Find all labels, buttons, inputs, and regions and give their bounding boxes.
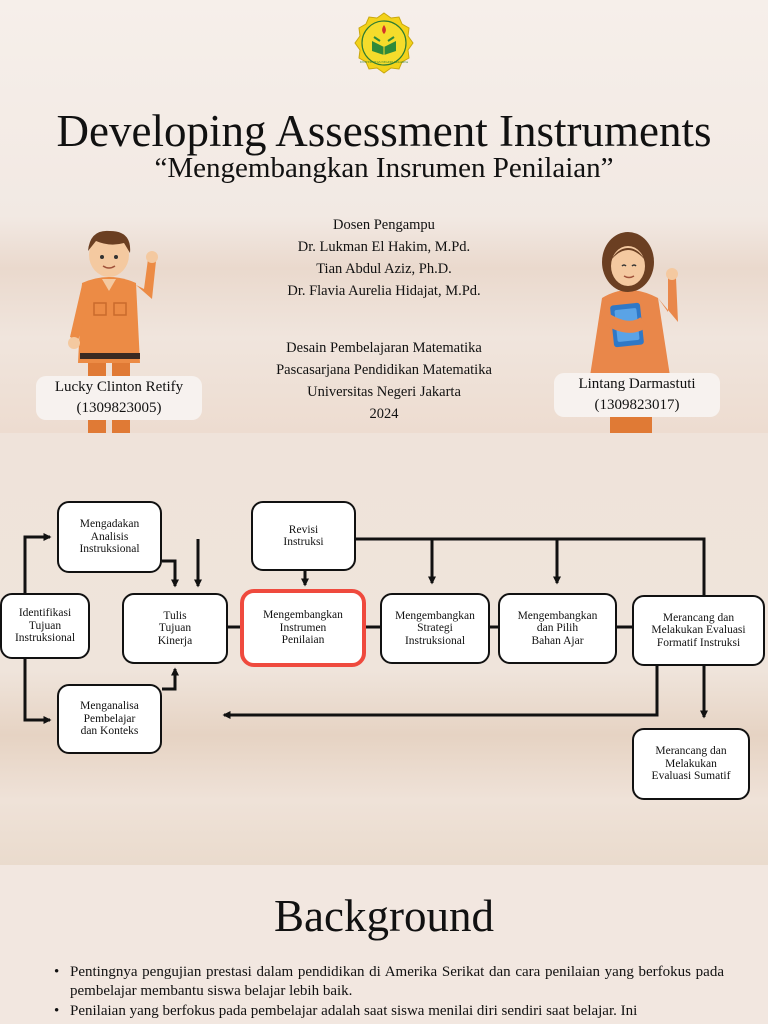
lecturer-name: Dr. Flavia Aurelia Hidajat, M.Pd. [287,283,481,299]
university-name: Universitas Negeri Jakarta [307,384,461,400]
program-name: Pascasarjana Pendidikan Matematika [276,362,492,378]
evaluasi-formatif-box: Merancang dan Melakukan Evaluasi Formati… [632,595,765,666]
student-name: Lintang Darmastuti [578,376,696,392]
student-name: Lucky Clinton Retify [54,379,184,395]
analisis-instruksional-box: Mengadakan Analisis Instruksional [57,501,162,573]
strategi-instruksional-box: Mengembangkan Strategi Instruksional [380,593,490,664]
course-name: Desain Pembelajaran Matematika [286,340,482,356]
connector [23,533,52,593]
male-student-illustration [68,230,158,433]
lecturers-heading: Dosen Pengampu [333,217,435,233]
university-logo-icon: UNIVERSITAS NEGERI JAKARTA [354,12,414,74]
flowchart-slide: Identifikasi Tujuan Instruksional Mengad… [0,433,768,865]
connector [222,666,659,719]
identifikasi-tujuan-box: Identifikasi Tujuan Instruksional [0,593,90,659]
student-id: (1309823017) [594,397,680,413]
tulis-tujuan-box: Tulis Tujuan Kinerja [122,593,228,664]
analisa-pembelajar-box: Menganalisa Pembelajar dan Konteks [57,684,162,754]
logo-text: UNIVERSITAS NEGERI JAKARTA [360,60,409,64]
lecturer-name: Dr. Lukman El Hakim, M.Pd. [297,239,471,255]
bullet-item: Penilaian yang berfokus pada pembelajar … [54,1002,724,1021]
connector [23,658,52,724]
slide-title: Developing Assessment Instruments [56,106,712,156]
instrumen-penilaian-box: Mengembangkan Instrumen Penilaian [240,589,366,667]
background-slide: Background Pentingnya pengujian prestasi… [0,865,768,1024]
year: 2024 [369,406,399,422]
connector [356,537,706,595]
lecturer-name: Tian Abdul Aziz, Ph.D. [316,261,452,277]
bahan-ajar-box: Mengembangkan dan Pilih Bahan Ajar [498,593,617,664]
student-card-left: Lucky Clinton Retify (1309823005) [36,376,202,420]
background-title: Background [274,891,494,941]
background-bullets: Pentingnya pengujian prestasi dalam pend… [54,963,724,1022]
revisi-instruksi-box: Revisi Instruksi [251,501,356,571]
connector [162,667,179,691]
course-block: Desain Pembelajaran Matematika Pascasarj… [234,337,534,425]
student-card-right: Lintang Darmastuti (1309823017) [554,373,720,417]
lecturers-block: Dosen Pengampu Dr. Lukman El Hakim, M.Pd… [234,214,534,302]
flowchart-connectors [23,533,708,724]
evaluasi-sumatif-box: Merancang dan Melakukan Evaluasi Sumatif [632,728,750,800]
title-slide: UNIVERSITAS NEGERI JAKARTA Developing As… [0,0,768,433]
connector [162,559,179,588]
slide-subtitle: “Mengembangkan Insrumen Penilaian” [154,152,614,184]
bullet-item: Pentingnya pengujian prestasi dalam pend… [54,963,724,1001]
student-id: (1309823005) [76,400,162,416]
